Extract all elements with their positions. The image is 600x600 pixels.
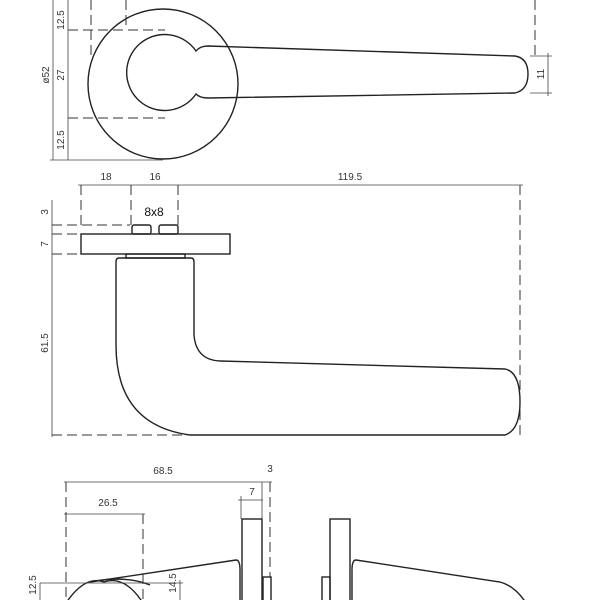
lever-top-outline <box>125 33 529 112</box>
dim-119-5: 119.5 <box>338 172 363 183</box>
lever-left-profile <box>89 559 241 583</box>
rosette-plate-right <box>329 518 351 600</box>
spindle-left <box>131 224 152 235</box>
bottom-view: 68.5 3 7 26.5 12.5 14.5 <box>28 464 525 600</box>
side-view: 18 16 119.5 8x8 3 7 61.5 <box>40 172 523 437</box>
dim-bottom-12-5: 12.5 <box>56 130 67 150</box>
lever-side-outline <box>115 257 521 436</box>
dim-7: 7 <box>40 241 51 247</box>
plate-insert-left <box>262 576 272 600</box>
dim-3: 3 <box>40 209 51 215</box>
dim-12-5-bottom: 12.5 <box>28 575 39 595</box>
spindle-right <box>158 224 179 235</box>
plate-insert-right <box>321 576 331 600</box>
rosette-plate-left <box>241 518 263 600</box>
dim-16: 16 <box>149 172 161 183</box>
dim-27: 27 <box>56 69 67 81</box>
rosette-outline <box>87 8 239 160</box>
dim-18: 18 <box>100 172 112 183</box>
top-view: 12.5 27 ø52 12.5 11 <box>41 0 552 161</box>
dim-3-bottom: 3 <box>267 464 273 475</box>
lever-right-profile <box>351 559 525 600</box>
dim-14-5: 14.5 <box>168 573 179 593</box>
dim-61-5: 61.5 <box>40 333 51 353</box>
spindle-size-label: 8x8 <box>144 205 164 219</box>
lever-left-eye <box>67 579 142 600</box>
dim-26-5: 26.5 <box>98 498 118 509</box>
dim-tip-11: 11 <box>536 68 547 79</box>
dim-7-bottom: 7 <box>249 487 255 498</box>
rosette-side <box>80 233 231 255</box>
dim-top-12-5: 12.5 <box>56 10 67 30</box>
dim-diameter-52: ø52 <box>41 66 52 84</box>
dim-68-5: 68.5 <box>153 466 173 477</box>
